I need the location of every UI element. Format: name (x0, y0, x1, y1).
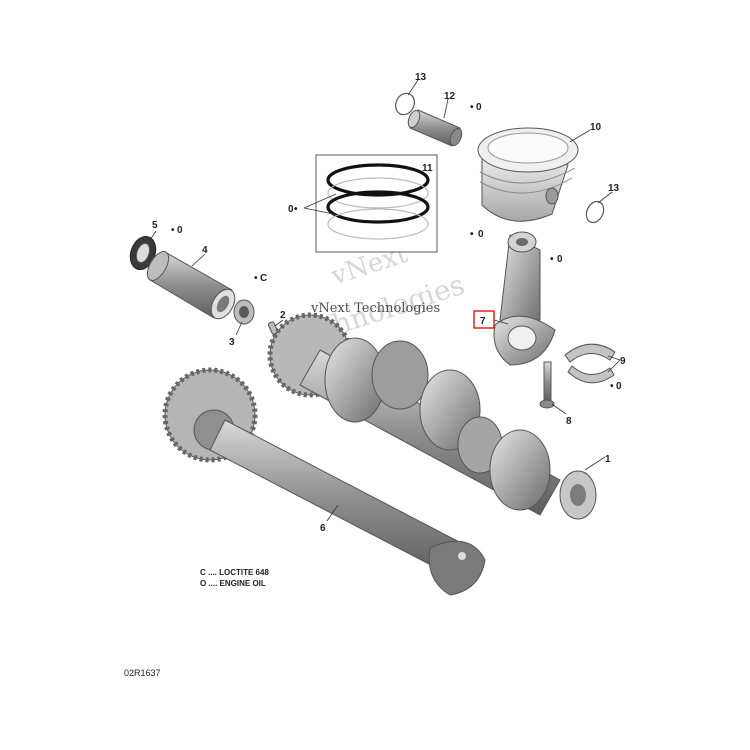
svg-text:•: • (171, 225, 175, 236)
leader-2 (274, 319, 284, 327)
svg-text:C: C (260, 273, 267, 284)
leader-11 (303, 193, 339, 216)
piston (477, 127, 579, 222)
svg-text:•: • (470, 229, 474, 240)
callout-11: 11 (422, 163, 433, 174)
conrod-bearing (564, 343, 616, 384)
callout-10: 10 (590, 122, 602, 133)
loctite-symbol-4: • C (254, 273, 267, 284)
bushing (233, 299, 255, 325)
oil-symbol-9: • 0 (610, 381, 622, 392)
svg-text:•: • (610, 381, 614, 392)
svg-text:0: 0 (478, 229, 484, 240)
callout-3: 3 (229, 337, 235, 348)
svg-text:0: 0 (177, 225, 183, 236)
oil-seal (129, 236, 157, 270)
oil-symbol-7: • 0 (550, 254, 563, 265)
oil-symbol-11: 0 • (288, 204, 298, 215)
leader-8 (551, 403, 567, 415)
callout-8: 8 (566, 416, 572, 427)
legend-engine-oil: O .... ENGINE OIL (200, 579, 266, 588)
leader-3 (235, 321, 243, 336)
dowel-pin (267, 321, 279, 335)
callout-12: 12 (444, 91, 456, 102)
callout-1: 1 (605, 454, 611, 465)
callout-13-right: 13 (608, 183, 620, 194)
svg-text:0: 0 (288, 204, 294, 215)
leader-6 (326, 504, 339, 522)
crankshaft (267, 312, 597, 520)
callout-13-top: 13 (415, 72, 427, 83)
leader-7 (493, 319, 509, 325)
circlip-right (585, 200, 605, 224)
leader-13b (597, 191, 613, 204)
callout-7-highlight (473, 310, 495, 329)
svg-text:0: 0 (616, 381, 622, 392)
leader-1 (584, 456, 606, 471)
svg-text:•: • (294, 204, 298, 215)
leader-4 (191, 253, 206, 267)
leader-5 (147, 230, 157, 244)
callout-4: 4 (202, 245, 208, 256)
conrod-bolt (539, 361, 555, 409)
callout-2: 2 (280, 310, 286, 321)
piston-ring-set-box (315, 154, 438, 253)
diagram-reference-code: 02R1637 (124, 668, 161, 678)
svg-text:•: • (254, 273, 258, 284)
balance-shaft-sleeve (146, 251, 236, 320)
svg-text:•: • (470, 102, 474, 113)
balance-shaft (162, 367, 486, 596)
watermark-banner: vNext Technologies (310, 301, 440, 316)
circlip-top (395, 92, 415, 116)
piston-pin (407, 109, 463, 147)
callout-7: 7 (480, 316, 486, 327)
callout-5: 5 (152, 220, 158, 231)
oil-symbol-10: • 0 (470, 229, 484, 240)
callout-9: 9 (620, 356, 626, 367)
leader-13a (407, 79, 419, 96)
svg-text:0: 0 (557, 254, 563, 265)
svg-text:0: 0 (476, 102, 482, 113)
leader-9 (607, 355, 621, 373)
leader-10 (569, 129, 591, 143)
svg-text:•: • (550, 254, 554, 265)
oil-symbol-5: • 0 (171, 225, 183, 236)
leader-12 (443, 98, 449, 119)
callout-6: 6 (320, 523, 326, 534)
oil-symbol-12: • 0 (470, 102, 482, 113)
legend-loctite: C .... LOCTITE 648 (200, 568, 269, 577)
connecting-rod (493, 231, 556, 366)
